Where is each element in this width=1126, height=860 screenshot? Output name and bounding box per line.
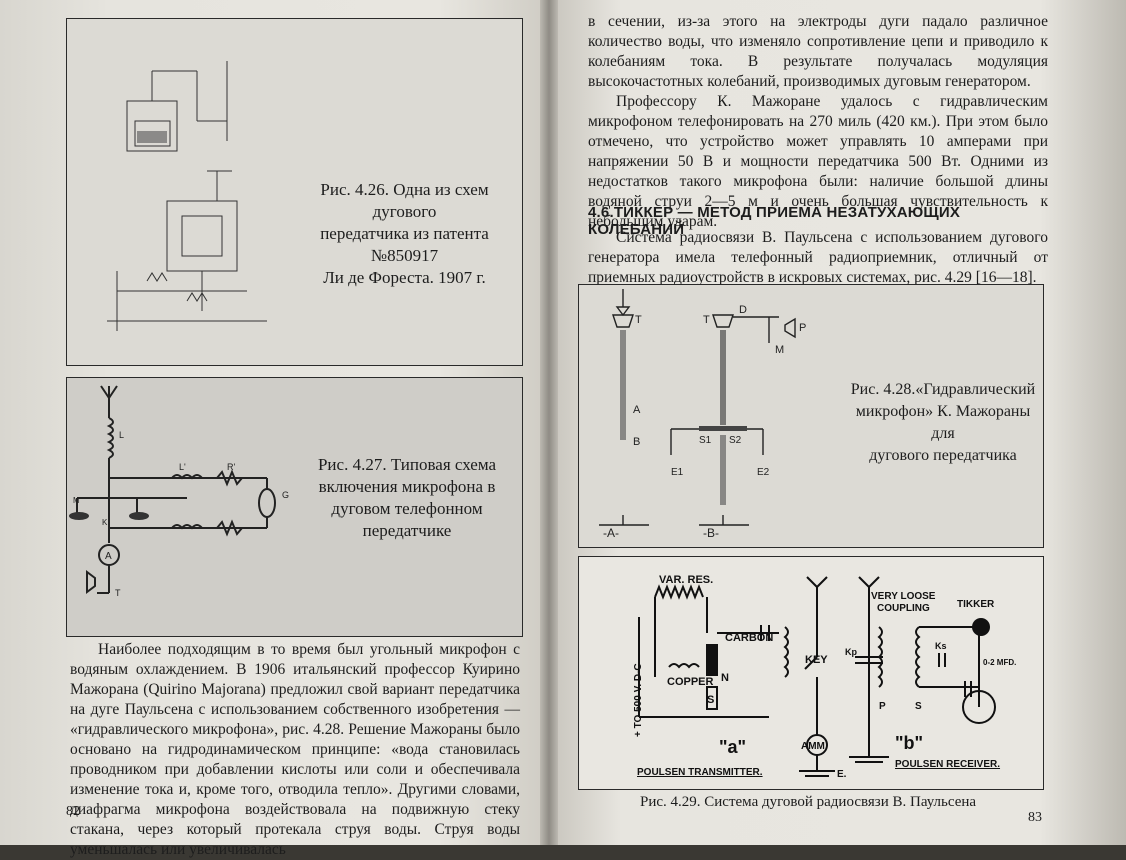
hydraulic-microphone-diagram: T T D P M A B S1 S2 E1 E2 -A- -B- xyxy=(599,289,806,540)
label-very-loose: VERY LOOSE xyxy=(871,591,936,602)
label-d: D xyxy=(739,304,747,316)
paragraph-1: в сечении, из-за этого на электроды дуги… xyxy=(588,13,1048,90)
microphone-circuit-diagram: L L' R' G M K A T xyxy=(69,385,289,598)
label-e1: E1 xyxy=(671,467,684,478)
section-heading: 4.6.ТИККЕР — МЕТОД ПРИЕМА НЕЗАТУХАЮЩИХ К… xyxy=(588,204,961,238)
label-mfd: 0-2 MFD. xyxy=(983,658,1016,667)
label-voltage: + TO 500 V. D-C xyxy=(633,663,644,737)
label-copper: COPPER xyxy=(667,676,714,688)
figure-4-26-caption: Рис. 4.26. Одна из схем дугового передат… xyxy=(320,180,489,287)
label-r-prime: R' xyxy=(227,462,235,472)
label-s1: S1 xyxy=(699,435,712,446)
poulsen-radio-system-diagram: VAR. RES. CARBON COPPER N S KEY AMM. VER… xyxy=(633,574,1016,780)
label-s2: S2 xyxy=(729,435,742,446)
label-coupling: COUPLING xyxy=(877,603,930,614)
label-s: S xyxy=(707,694,714,706)
book-gutter xyxy=(540,0,558,845)
label-t1: T xyxy=(635,314,642,326)
figure-4-29: VAR. RES. CARBON COPPER N S KEY AMM. VER… xyxy=(578,556,1044,790)
label-b-letter: "b" xyxy=(895,733,923,753)
label-p: P xyxy=(879,701,886,712)
label-g: G xyxy=(282,490,289,500)
label-transmitter: POULSEN TRANSMITTER. xyxy=(637,767,763,778)
label-key: KEY xyxy=(805,654,828,666)
section-text: Система радиосвязи В. Паульсена с исполь… xyxy=(588,229,1048,286)
page-number-left: 82 xyxy=(66,804,80,819)
label-k: K xyxy=(102,518,108,527)
label-under-a: -A- xyxy=(603,526,619,540)
label-ks: Ks xyxy=(935,641,947,651)
label-a: A xyxy=(105,551,112,562)
right-top-text: в сечении, из-за этого на электроды дуги… xyxy=(588,12,1048,232)
figure-4-29-caption: Рис. 4.29. Система дуговой радиосвязи В.… xyxy=(640,794,977,810)
left-body-text: Наиболее подходящим в то время был уголь… xyxy=(70,641,520,858)
label-amm: AMM. xyxy=(801,741,828,752)
label-m: M xyxy=(775,344,784,356)
label-e2: E2 xyxy=(757,467,770,478)
page-number-right: 83 xyxy=(1028,810,1042,825)
patent-drawing xyxy=(107,61,267,331)
label-t2: T xyxy=(703,314,710,326)
label-var-res: VAR. RES. xyxy=(659,574,713,586)
figure-4-27: L L' R' G M K A T Рис. 4.27. Типовая схе… xyxy=(66,377,523,637)
label-p: P xyxy=(799,322,806,334)
label-l-prime: L' xyxy=(179,462,186,472)
figure-4-28-caption: Рис. 4.28.«Гидравлический микрофон» К. М… xyxy=(850,381,1036,464)
label-a-letter: "a" xyxy=(719,737,746,757)
figure-4-27-caption: Рис. 4.27. Типовая схема включения микро… xyxy=(317,455,497,540)
label-s2: S xyxy=(915,701,922,712)
figure-4-26: Рис. 4.26. Одна из схем дугового передат… xyxy=(66,18,523,366)
label-under-b: -B- xyxy=(703,526,719,540)
label-a: A xyxy=(633,404,641,416)
figure-4-28: T T D P M A B S1 S2 E1 E2 -A- -B- Рис. 4… xyxy=(578,284,1044,548)
label-kp: Kp xyxy=(845,647,857,657)
label-receiver: POULSEN RECEIVER. xyxy=(895,759,1000,770)
label-t: T xyxy=(115,588,121,598)
label-tikker: TIKKER xyxy=(957,599,995,610)
label-l: L xyxy=(119,430,124,440)
label-n: N xyxy=(721,672,729,684)
label-b: B xyxy=(633,436,640,448)
label-carbon: CARBON xyxy=(725,632,773,644)
label-e: E. xyxy=(837,769,847,780)
label-m: M xyxy=(73,496,80,505)
paragraph-2: Профессору К. Мажоране удалось с гидравл… xyxy=(588,93,1048,230)
